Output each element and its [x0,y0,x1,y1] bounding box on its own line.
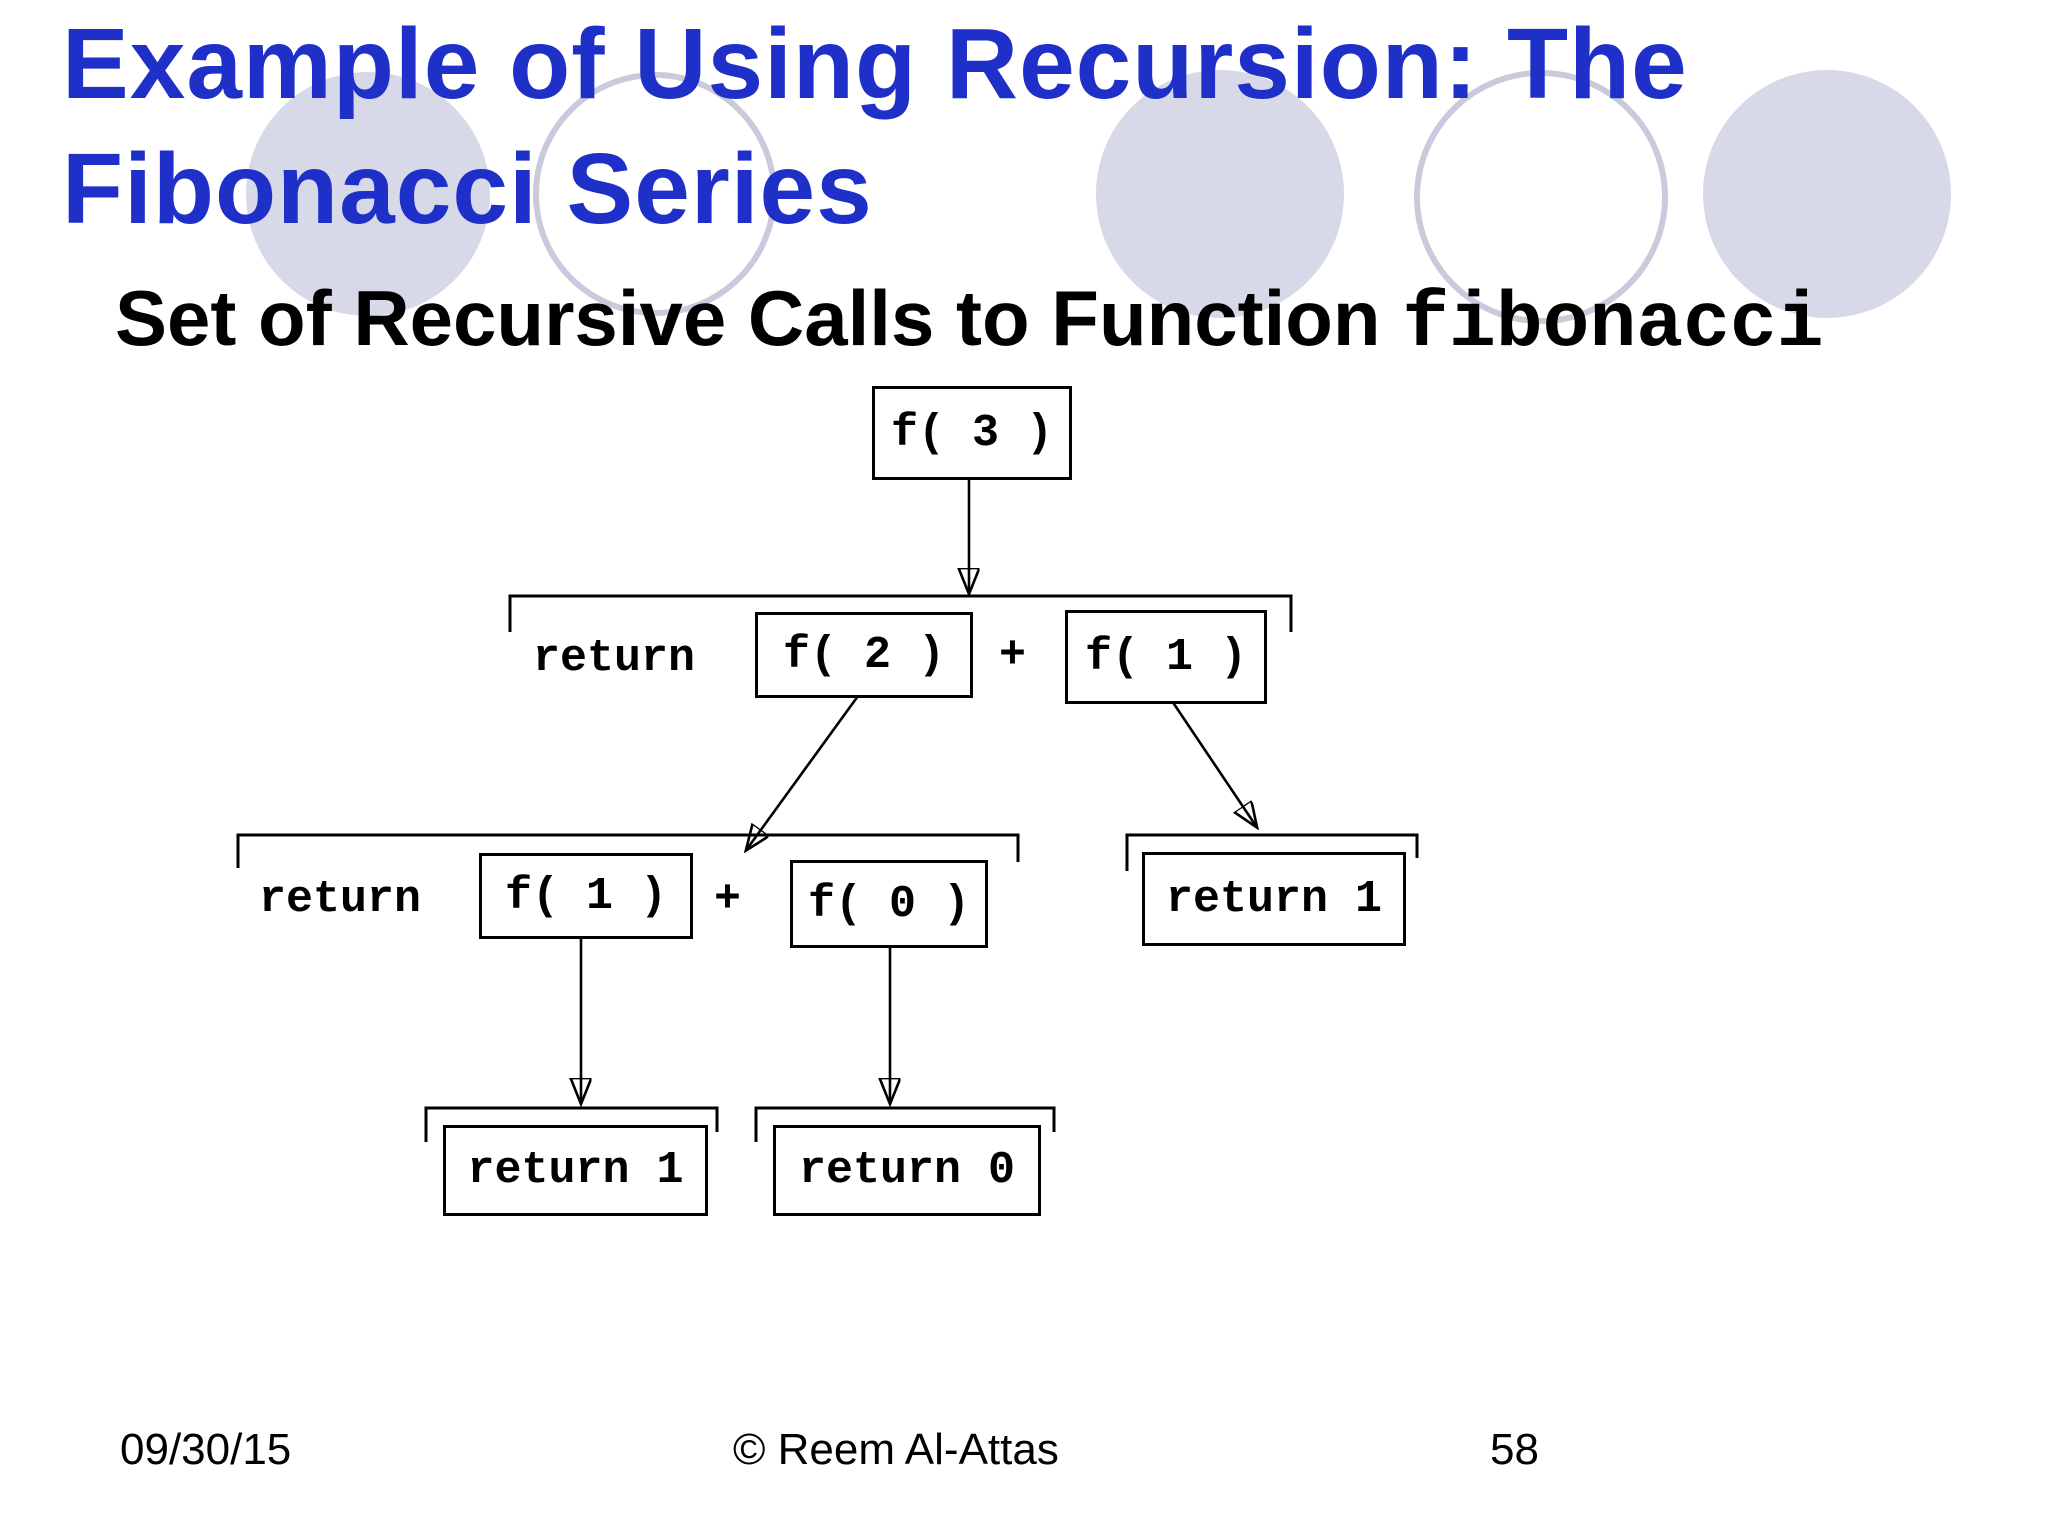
return-keyword-level2: return [533,633,696,684]
node-f1-left: f( 1 ) [479,853,693,939]
subtitle-code: fibonacci [1402,281,1824,369]
footer-copyright: © Reem Al-Attas [733,1425,1059,1474]
bracket-return1-right [1125,833,1419,871]
slide-subtitle: Set of Recursive Calls to Function fibon… [115,272,1824,373]
slide-title-line1: Example of Using Recursion: The [62,8,1688,120]
slide-title: Example of Using Recursion: The Fibonacc… [62,2,1688,252]
slide-title-line2: Fibonacci Series [62,133,873,245]
node-f1-right: f( 1 ) [1065,610,1267,704]
node-f0: f( 0 ) [790,860,988,948]
decorative-circle-filled [1703,70,1951,318]
node-return0-bottom: return 0 [773,1125,1041,1216]
bracket-return0-bottom [754,1106,1056,1142]
edge-f2-to-level3 [747,695,860,849]
node-return1-right: return 1 [1142,852,1406,946]
decorative-circle-outlined [1414,70,1668,324]
node-return1-bottom: return 1 [443,1125,708,1216]
bracket-return1-bottom [424,1106,719,1142]
subtitle-text: Set of Recursive Calls to Function [115,274,1403,362]
plus-operator-level3: + [714,874,742,925]
footer-date: 09/30/15 [120,1425,292,1474]
edge-f1-to-return1 [1168,697,1256,826]
plus-operator-level2: + [999,630,1027,681]
return-keyword-level3: return [259,874,422,925]
decorative-circle-outlined [533,72,777,316]
node-f3: f( 3 ) [872,386,1072,480]
decorative-circle-filled [246,72,490,316]
node-f2: f( 2 ) [755,612,973,698]
bracket-level2 [508,594,1293,632]
footer-page-number: 58 [1490,1425,1539,1474]
decorative-circle-filled [1096,70,1344,318]
bracket-level3 [236,833,1020,868]
